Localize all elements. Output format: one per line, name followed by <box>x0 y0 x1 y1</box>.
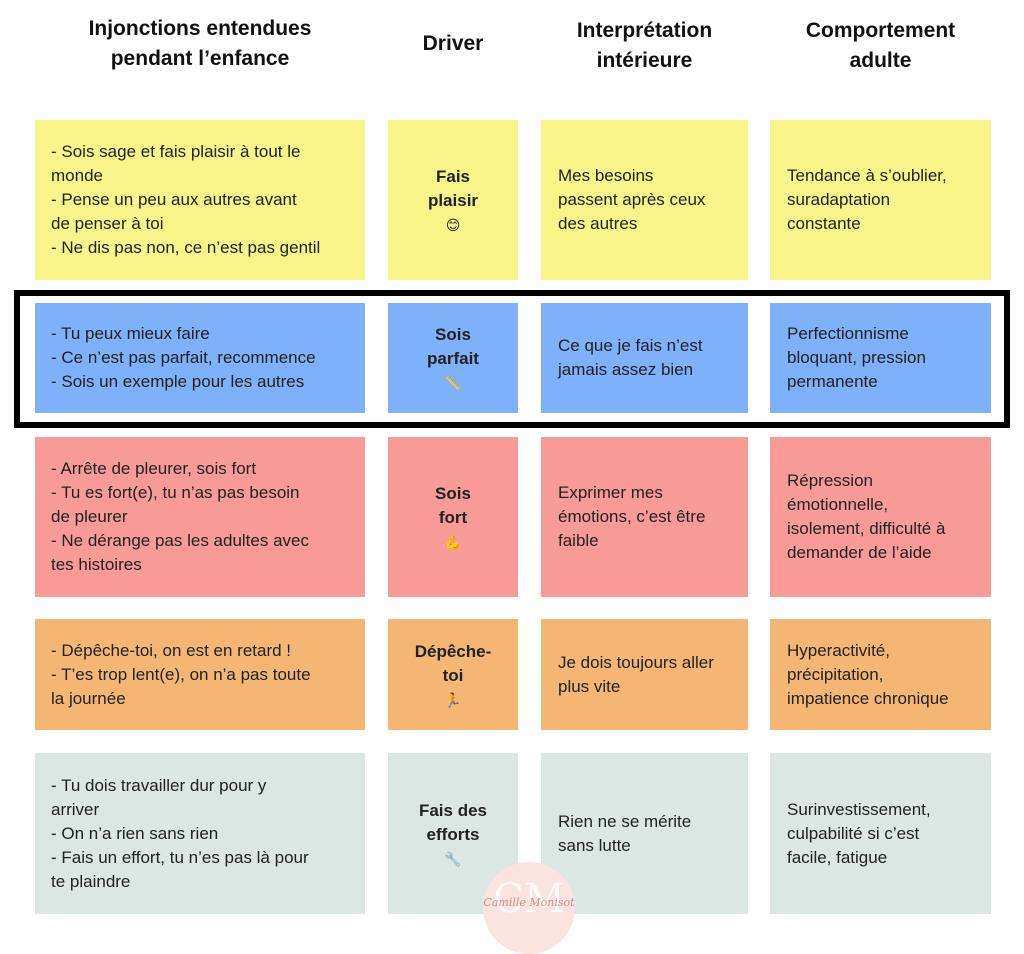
comportement-cell-fais-plaisir: Tendance à s’oublier, suradaptation cons… <box>770 120 991 280</box>
text-line: tes histoires <box>51 555 142 574</box>
text-line: Répression <box>787 471 873 490</box>
text-line: faible <box>558 531 599 550</box>
text-line: - Dépêche-toi, on est en retard ! <box>51 640 292 660</box>
text-line: - Ne dis pas non, ce n’est pas gentil <box>51 238 321 257</box>
text-line: bloquant, pression <box>787 348 926 367</box>
header-line: Interprétation <box>576 19 713 42</box>
driver-cell-fais-plaisir: Fais plaisir 😊 <box>388 120 518 280</box>
logo: CM Camille Monisot <box>483 862 575 954</box>
text-line: Mes besoins <box>558 166 654 185</box>
text-line: plus vite <box>558 676 621 696</box>
header-line: Driver <box>422 32 484 55</box>
comportement-cell-sois-parfait: Perfectionnisme bloquant, pression perma… <box>770 303 991 413</box>
driver-cell-depeche-toi: Dépêche- toi 🏃 <box>388 619 518 730</box>
text-line: demander de l’aide <box>787 543 932 562</box>
wrench-icon: 🔧 <box>444 850 462 867</box>
text-line: Rien ne se mérite <box>558 811 692 831</box>
ruler-icon: 📏 <box>444 375 462 391</box>
text-line: la journée <box>51 688 126 708</box>
highlight-frame <box>14 290 1010 428</box>
text-line: Hyperactivité, <box>787 640 890 660</box>
text-line: - Sois un exemple pour les autres <box>51 372 305 391</box>
text-line: suradaptation <box>787 190 891 209</box>
text-line: - Tu dois travailler dur pour y <box>51 775 267 795</box>
text-line: Je dois toujours aller <box>558 652 714 672</box>
text-line: Tendance à s’oublier, <box>787 166 947 185</box>
header-line: adulte <box>849 49 912 72</box>
logo-signature: Camille Monisot <box>483 896 575 909</box>
text-line: - Fais un effort, tu n’es pas là pour <box>51 847 309 867</box>
text-line: - Ce n’est pas parfait, recommence <box>51 348 316 367</box>
header-interpretation: Interprétation intérieure <box>541 16 748 76</box>
driver-label: Dépêche- <box>414 641 492 661</box>
interpretation-cell-depeche-toi: Je dois toujours aller plus vite <box>541 619 748 730</box>
text-line: - Sois sage et fais plaisir à tout le <box>51 142 301 161</box>
monogram-logo-icon: CM <box>493 876 565 922</box>
text-line: - Arrête de pleurer, sois fort <box>51 459 257 478</box>
driver-cell-sois-parfait: Sois parfait 📏 <box>388 303 518 413</box>
text-line: facile, fatigue <box>787 847 888 867</box>
header-line: pendant l’enfance <box>110 47 290 70</box>
driver-label: efforts <box>426 824 480 844</box>
header-injonctions: Injonctions entendues pendant l’enfance <box>35 14 365 74</box>
interpretation-cell-sois-fort: Exprimer mes émotions, c’est être faible <box>541 437 748 597</box>
text-line: monde <box>51 166 103 185</box>
driver-cell-sois-fort: Sois fort 💪 <box>388 437 518 597</box>
text-line: Exprimer mes <box>558 483 663 502</box>
interpretation-cell-sois-parfait: Ce que je fais n’est jamais assez bien <box>541 303 748 413</box>
text-line: - Tu peux mieux faire <box>51 324 210 343</box>
text-line: émotions, c’est être <box>558 507 706 526</box>
text-line: Perfectionnisme <box>787 324 909 343</box>
driver-label: plaisir <box>427 191 479 210</box>
text-line: sans lutte <box>558 835 631 855</box>
text-line: émotionnelle, <box>787 495 889 514</box>
text-line: Surinvestissement, <box>787 799 931 819</box>
text-line: permanente <box>787 372 878 391</box>
injonctions-cell-depeche-toi: - Dépêche-toi, on est en retard ! - T’es… <box>35 619 365 730</box>
header-driver: Driver <box>388 29 518 59</box>
driver-label: Fais <box>435 167 471 186</box>
text-line: impatience chronique <box>787 688 949 708</box>
driver-label: fort <box>438 508 468 527</box>
interpretation-cell-fais-plaisir: Mes besoins passent après ceux des autre… <box>541 120 748 280</box>
text-line: culpabilité si c’est <box>787 823 920 843</box>
text-line: - Ne dérange pas les adultes avec <box>51 531 309 550</box>
text-line: passent après ceux <box>558 190 706 209</box>
comportement-cell-depeche-toi: Hyperactivité, précipitation, impatience… <box>770 619 991 730</box>
flexed-biceps-icon: 💪 <box>444 534 462 550</box>
svg-text:CM: CM <box>493 876 565 922</box>
text-line: jamais assez bien <box>558 360 694 379</box>
text-line: - T’es trop lent(e), on n’a pas toute <box>51 664 311 684</box>
smiling-face-icon: 😊 <box>445 217 461 233</box>
header-line: Comportement <box>805 19 956 42</box>
text-line: te plaindre <box>51 871 131 891</box>
comportement-cell-sois-fort: Répression émotionnelle, isolement, diff… <box>770 437 991 597</box>
driver-label: parfait <box>427 349 479 368</box>
header-line: Injonctions entendues <box>88 17 312 40</box>
text-line: arriver <box>51 799 100 819</box>
text-line: Ce que je fais n’est <box>558 336 703 355</box>
text-line: précipitation, <box>787 664 884 684</box>
injonctions-cell-fais-plaisir: - Sois sage et fais plaisir à tout le mo… <box>35 120 365 280</box>
driver-label: Sois <box>435 325 471 344</box>
injonctions-cell-fais-des-efforts: - Tu dois travailler dur pour y arriver … <box>35 753 365 914</box>
text-line: des autres <box>558 214 638 233</box>
injonctions-cell-sois-fort: - Arrête de pleurer, sois fort - Tu es f… <box>35 437 365 597</box>
running-person-icon: 🏃 <box>444 691 462 708</box>
header-comportement: Comportement adulte <box>770 16 991 76</box>
text-line: - On n’a rien sans rien <box>51 823 219 843</box>
text-line: - Tu es fort(e), tu n’as pas besoin <box>51 483 300 502</box>
driver-label: toi <box>442 665 464 685</box>
text-line: de pleurer <box>51 507 128 526</box>
driver-label: Sois <box>435 484 471 503</box>
text-line: isolement, difficulté à <box>787 519 946 538</box>
driver-label: Fais des <box>418 800 488 820</box>
text-line: de penser à toi <box>51 214 164 233</box>
text-line: constante <box>787 214 861 233</box>
text-line: - Pense un peu aux autres avant <box>51 190 297 209</box>
interpretation-cell-fais-des-efforts: Rien ne se mérite sans lutte <box>541 753 748 914</box>
injonctions-cell-sois-parfait: - Tu peux mieux faire - Ce n’est pas par… <box>35 303 365 413</box>
comportement-cell-fais-des-efforts: Surinvestissement, culpabilité si c’est … <box>770 753 991 914</box>
header-line: intérieure <box>596 49 693 72</box>
